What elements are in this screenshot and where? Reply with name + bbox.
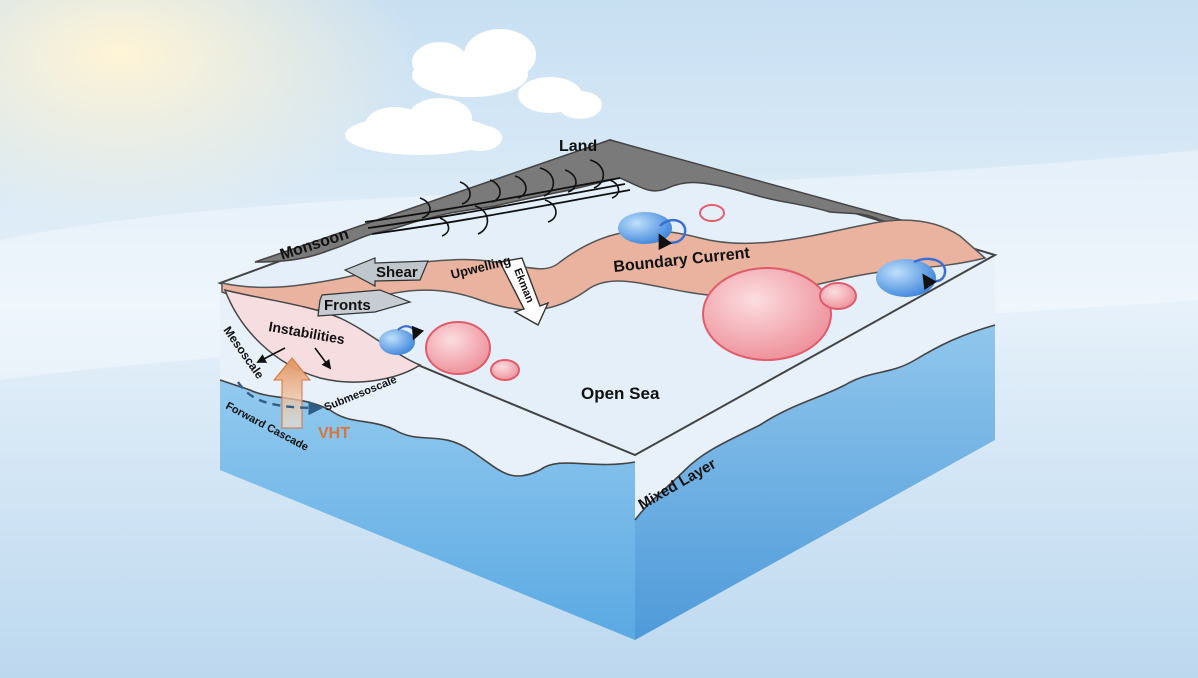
shear-arrow bbox=[343, 257, 429, 287]
anticyclonic-eddy bbox=[699, 204, 725, 222]
cloud-icon bbox=[345, 98, 502, 155]
anticyclonic-eddy bbox=[702, 267, 832, 361]
anticyclonic-eddy bbox=[819, 282, 857, 310]
mixed-layer-right bbox=[635, 255, 995, 520]
cyclonic-eddy bbox=[379, 329, 415, 355]
ekman-arrow bbox=[498, 257, 550, 326]
rotation-arrow-icon bbox=[913, 257, 947, 291]
cyclonic-eddy bbox=[618, 212, 672, 244]
instability-arrow-left bbox=[256, 347, 286, 363]
rotation-arrow-icon bbox=[397, 325, 425, 341]
mixed-layer-boundary bbox=[634, 324, 996, 521]
cloud-icon bbox=[412, 29, 602, 119]
cyclonic-eddy bbox=[876, 259, 936, 297]
rotation-arrow-icon bbox=[658, 218, 687, 251]
monsoon-gust-arcs bbox=[419, 159, 620, 237]
instability-arrow-right bbox=[314, 347, 332, 370]
vht-label: VHT bbox=[318, 425, 350, 442]
anticyclonic-eddy bbox=[425, 321, 491, 375]
shear-label: Shear bbox=[376, 264, 418, 281]
fronts-arrow bbox=[317, 289, 412, 317]
vht-arrow bbox=[272, 357, 312, 429]
forward-cascade-arrow bbox=[237, 381, 323, 416]
anticyclonic-eddy bbox=[490, 359, 520, 381]
open-sea-label: Open Sea bbox=[581, 384, 660, 403]
fronts-label: Fronts bbox=[324, 297, 371, 314]
instability-zone bbox=[223, 288, 422, 383]
land-label: Land bbox=[559, 138, 597, 155]
monsoon-wind-lines bbox=[364, 177, 631, 235]
